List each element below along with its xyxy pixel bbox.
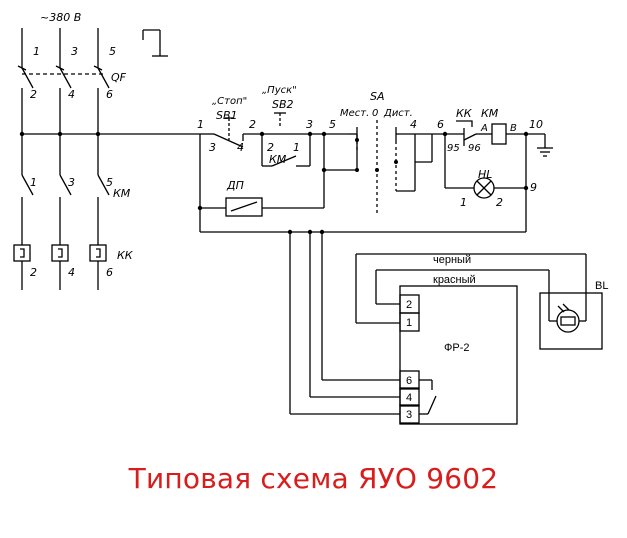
qf-bottom-terminal-6: 6 [106, 88, 113, 101]
ground-symbol-right [537, 134, 553, 157]
kk-contact-designation: КК [456, 107, 473, 120]
photo-relay-fr2 [399, 285, 518, 425]
fr2-terminal-3: 3 [406, 409, 412, 421]
stop-button-sb1 [200, 117, 262, 148]
coil-designation: КМ [481, 107, 499, 120]
fr2-terminal-6: 6 [406, 375, 412, 387]
remote-contact-dp [197, 134, 357, 232]
node-6: 6 [437, 118, 444, 131]
sa-local-label: Мест. [340, 108, 369, 119]
thermal-relay-kk [13, 244, 107, 290]
lamp-hl [444, 134, 529, 199]
wire-black-label: черный [433, 254, 471, 266]
sa-remote-label: Дист. [383, 108, 413, 119]
remote-contact-designation: ДП [226, 179, 244, 192]
kk-terminal-95: 95 [447, 143, 460, 154]
stop-button-name: „Стоп" [212, 96, 247, 107]
km-terminal-5: 5 [106, 176, 113, 189]
qf-designation: QF [111, 71, 127, 84]
breaker-qf [17, 65, 110, 175]
fr2-terminal-4: 4 [406, 392, 412, 404]
qf-top-terminal-3: 3 [71, 45, 78, 58]
coil-terminal-b: В [510, 123, 517, 134]
diagram-caption: Типовая схема ЯУО 9602 [128, 462, 499, 495]
stop-terminal-3: 3 [209, 141, 216, 154]
kk-terminal-6: 6 [106, 266, 113, 279]
node-2: 2 [249, 118, 256, 131]
lamp-terminal-1: 1 [460, 196, 467, 209]
start-button-sb2 [261, 112, 310, 148]
node-1: 1 [197, 118, 204, 131]
qf-bottom-terminal-2: 2 [30, 88, 37, 101]
sa-off-label: 0 [372, 108, 378, 119]
photo-sensor-bl [539, 292, 603, 350]
wire-red-label: красный [433, 274, 476, 286]
start-button-name: „Пуск" [262, 85, 297, 96]
supply-lines [21, 28, 99, 68]
qf-top-terminal-1: 1 [33, 45, 40, 58]
km-terminal-1: 1 [30, 176, 37, 189]
sa-designation: SA [370, 90, 385, 103]
kk-terminal-96: 96 [468, 143, 481, 154]
node-4: 4 [410, 118, 417, 131]
thermal-contact-kk [445, 120, 482, 146]
contactor-km-power [21, 174, 110, 245]
fr2-terminal-1: 1 [406, 317, 412, 329]
km-aux-designation: КМ [269, 153, 287, 166]
start-terminal-1: 1 [293, 141, 300, 154]
km-designation: КМ [113, 187, 131, 200]
ground-symbol-top [142, 29, 168, 57]
start-button-designation: SB2 [272, 98, 294, 111]
fr2-designation: ФР-2 [444, 342, 469, 354]
kk-terminal-4: 4 [68, 266, 75, 279]
qf-bottom-terminal-4: 4 [68, 88, 75, 101]
sensor-designation: BL [595, 280, 608, 292]
node-5: 5 [329, 118, 336, 131]
node-10: 10 [529, 118, 543, 131]
lamp-terminal-2: 2 [496, 196, 503, 209]
kk-designation: КК [117, 249, 134, 262]
photo-relay-wiring [200, 188, 587, 415]
supply-voltage-label: ~380 В [40, 11, 81, 24]
kk-terminal-2: 2 [30, 266, 37, 279]
node-9: 9 [530, 181, 537, 194]
fr2-terminal-2: 2 [406, 299, 412, 311]
qf-top-terminal-5: 5 [109, 45, 116, 58]
start-terminal-2: 2 [267, 141, 274, 154]
node-3: 3 [306, 118, 313, 131]
coil-terminal-a: А [480, 123, 488, 134]
stop-button-designation: SB1 [216, 109, 238, 122]
mode-switch-sa [348, 120, 445, 215]
km-terminal-3: 3 [68, 176, 75, 189]
km-aux-contact [261, 134, 311, 167]
stop-terminal-4: 4 [237, 141, 244, 154]
